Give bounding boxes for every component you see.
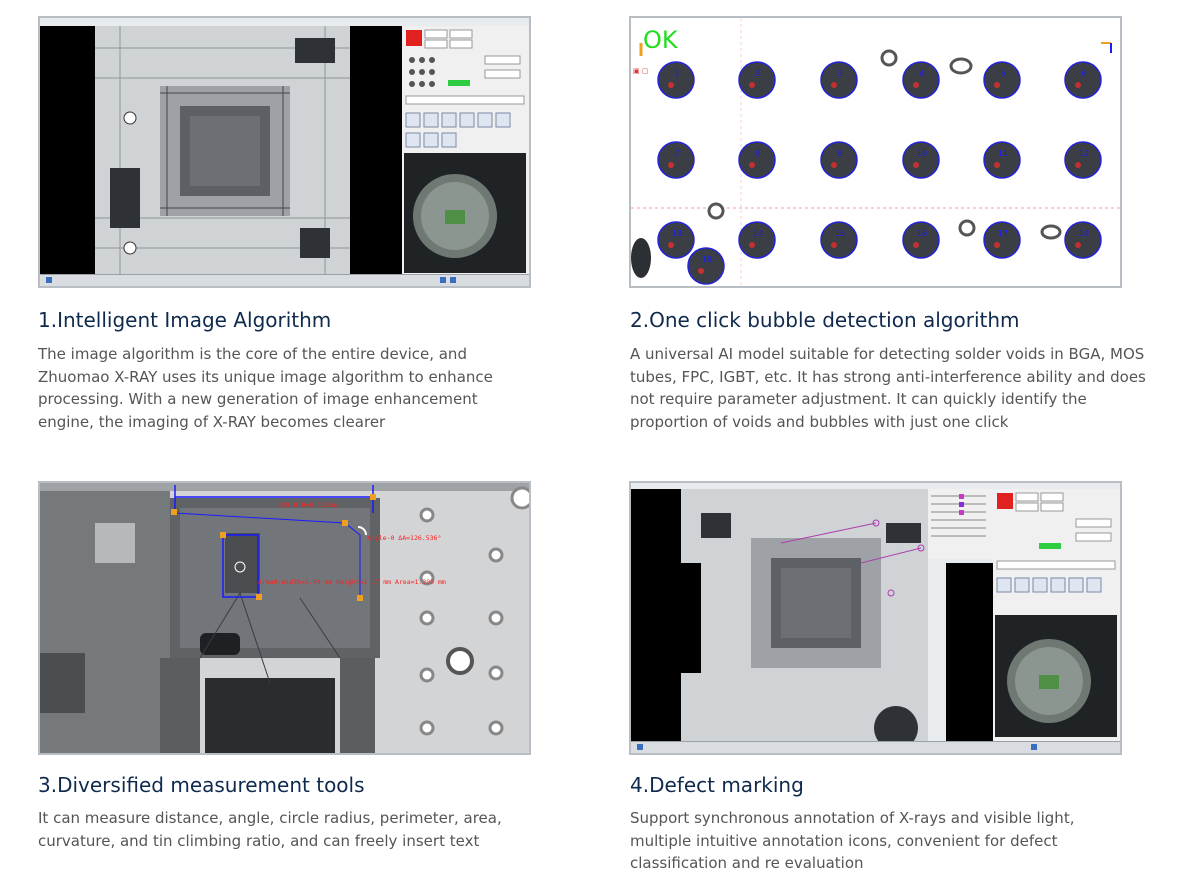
void-marker [749, 242, 755, 248]
xray-software-image-1 [40, 18, 529, 286]
bubble-index-label: 15 [835, 229, 845, 238]
bubble-index-label: 9 [837, 149, 842, 158]
bubble-index-label: 13 [672, 229, 682, 238]
bubble-index-label: 16 [917, 229, 927, 238]
feature-1-description: The image algorithm is the core of the e… [38, 345, 493, 431]
solder-ball: 16 [902, 221, 940, 259]
solder-ball: 7 [657, 141, 695, 179]
void-marker [749, 162, 755, 168]
void-marker [668, 82, 674, 88]
solder-ball: 11 [983, 141, 1021, 179]
feature-1-title: 1.Intelligent Image Algorithm [38, 308, 332, 332]
bubble-index-label: 17 [998, 229, 1008, 238]
solder-ball: 2 [738, 61, 776, 99]
solder-ball: 10 [902, 141, 940, 179]
defect-marking-image [631, 483, 1120, 753]
bubble-index-label: 11 [998, 149, 1008, 158]
solder-ball: 9 [820, 141, 858, 179]
feature-3-description: It can measure distance, angle, circle r… [38, 809, 502, 850]
solder-ball: 3 [820, 61, 858, 99]
void-marker [913, 82, 919, 88]
feature-2-title: 2.One click bubble detection algorithm [630, 308, 1020, 332]
bubble-index-label: 6 [1081, 69, 1086, 78]
bubble-index-label: 2 [755, 69, 760, 78]
void-marker [913, 162, 919, 168]
bubble-index-label: 4 [919, 69, 924, 78]
void-marker [1075, 242, 1081, 248]
solder-ball: 5 [983, 61, 1021, 99]
distance-measure-label: L28-0 D=9.132mm [278, 501, 337, 509]
solder-ball: 18 [1064, 221, 1102, 259]
solder-ball: 14 [738, 221, 776, 259]
solder-ball: 6 [1064, 61, 1102, 99]
solder-ball: 8 [738, 141, 776, 179]
void-marker [994, 242, 1000, 248]
solder-ball: 15 [820, 221, 858, 259]
solder-ball: 13 [657, 221, 695, 259]
void-marker [749, 82, 755, 88]
svg-text:▣ ▢: ▣ ▢ [633, 67, 648, 75]
void-marker [831, 242, 837, 248]
feature-3-title: 3.Diversified measurement tools [38, 773, 365, 797]
void-marker [994, 162, 1000, 168]
feature-4-description: Support synchronous annotation of X-rays… [630, 809, 1075, 872]
bubble-index-label: 7 [674, 149, 679, 158]
feature-2-description: A universal AI model suitable for detect… [630, 345, 1146, 431]
bubble-index-label: 10 [917, 149, 927, 158]
bubble-index-label: 5 [1000, 69, 1005, 78]
void-marker [913, 242, 919, 248]
bubble-index-label: 14 [753, 229, 763, 238]
area-measure-label: Area0-Width=1.04 mm Height=1.17 mm Area=… [258, 578, 446, 586]
bubble-index-label: 8 [755, 149, 760, 158]
solder-ball: 17 [983, 221, 1021, 259]
void-marker [831, 162, 837, 168]
measurement-image: L28-0 D=9.132mm Angle-0 ΔA=126.536° Area… [40, 483, 529, 753]
ok-status-text: OK [643, 26, 679, 54]
bubble-index-label: 1 [674, 69, 679, 78]
measurement-screenshot: L28-0 D=9.132mm Angle-0 ΔA=126.536° Area… [38, 481, 531, 755]
angle-measure-label: Angle-0 ΔA=126.536° [367, 534, 441, 542]
void-marker [831, 82, 837, 88]
void-marker [1075, 162, 1081, 168]
bubble-index-label: 18 [1079, 229, 1089, 238]
bubble-index-label: 3 [837, 69, 842, 78]
solder-ball: 19 [687, 247, 725, 285]
void-marker [698, 268, 704, 274]
void-marker [668, 242, 674, 248]
solder-ball: 12 [1064, 141, 1102, 179]
feature-4-title: 4.Defect marking [630, 773, 804, 797]
void-marker [994, 82, 1000, 88]
bubble-index-label: 12 [1079, 149, 1089, 158]
void-marker [1075, 82, 1081, 88]
void-marker [668, 162, 674, 168]
solder-ball: 4 [902, 61, 940, 99]
xray-software-screenshot-1 [38, 16, 531, 288]
solder-ball: 1 [657, 61, 695, 99]
defect-marking-screenshot [629, 481, 1122, 755]
bubble-index-label: 19 [702, 255, 712, 264]
